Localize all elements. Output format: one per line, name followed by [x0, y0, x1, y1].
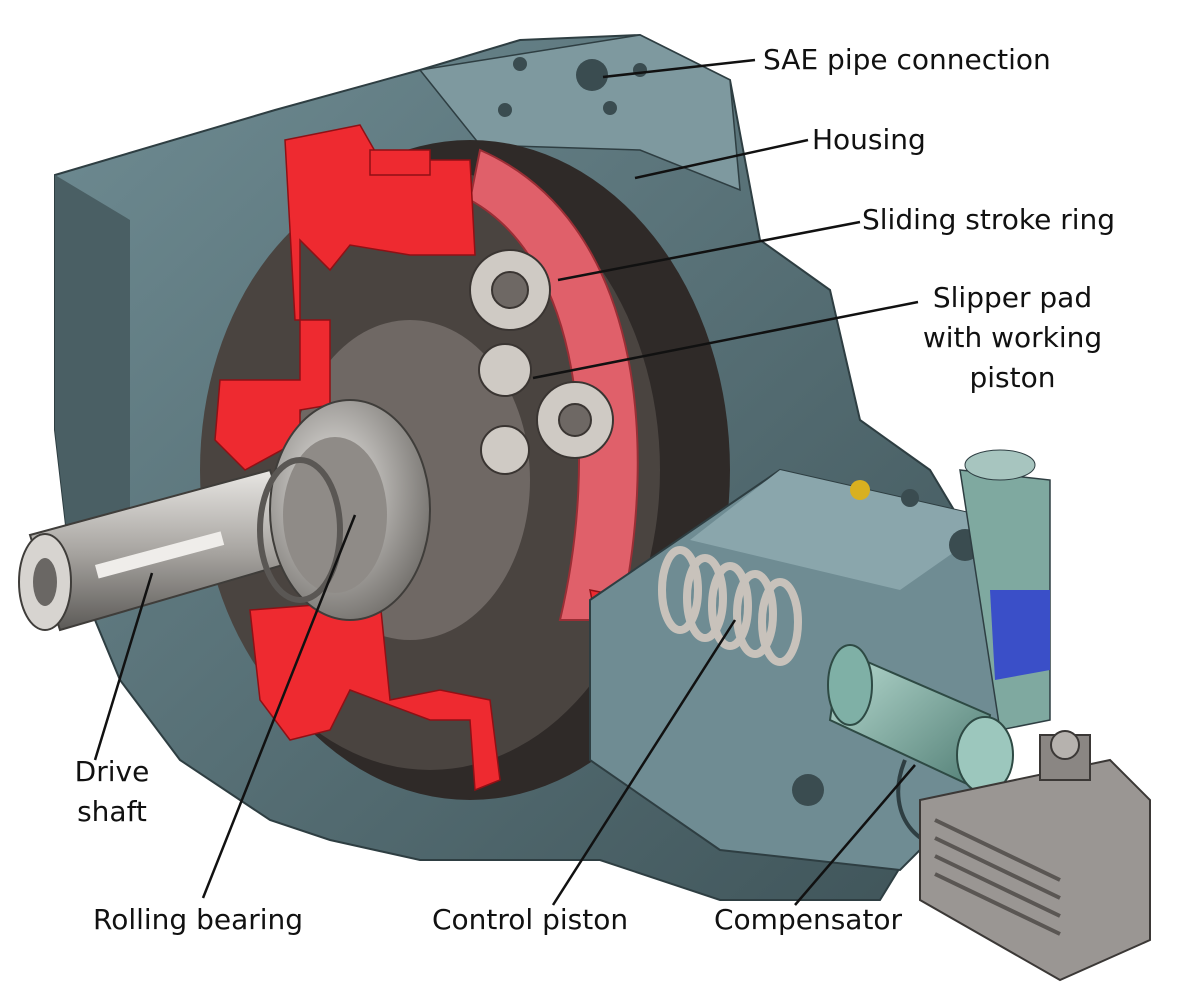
label-drive-shaft: Drive shaft	[62, 752, 162, 832]
label-drive-shaft-line2: shaft	[62, 792, 162, 832]
label-sliding-stroke-ring: Sliding stroke ring	[862, 200, 1115, 240]
label-slipper-pad-line2: with working	[920, 318, 1105, 358]
label-slipper-pad: Slipper pad with working piston	[920, 278, 1105, 398]
label-control-piston: Control piston	[432, 900, 628, 940]
label-sae-pipe-connection: SAE pipe connection	[763, 40, 1051, 80]
label-slipper-pad-line1: Slipper pad	[920, 278, 1105, 318]
label-housing: Housing	[812, 120, 926, 160]
label-rolling-bearing: Rolling bearing	[93, 900, 303, 940]
label-drive-shaft-line1: Drive	[62, 752, 162, 792]
label-compensator: Compensator	[714, 900, 902, 940]
label-slipper-pad-line3: piston	[920, 358, 1105, 398]
